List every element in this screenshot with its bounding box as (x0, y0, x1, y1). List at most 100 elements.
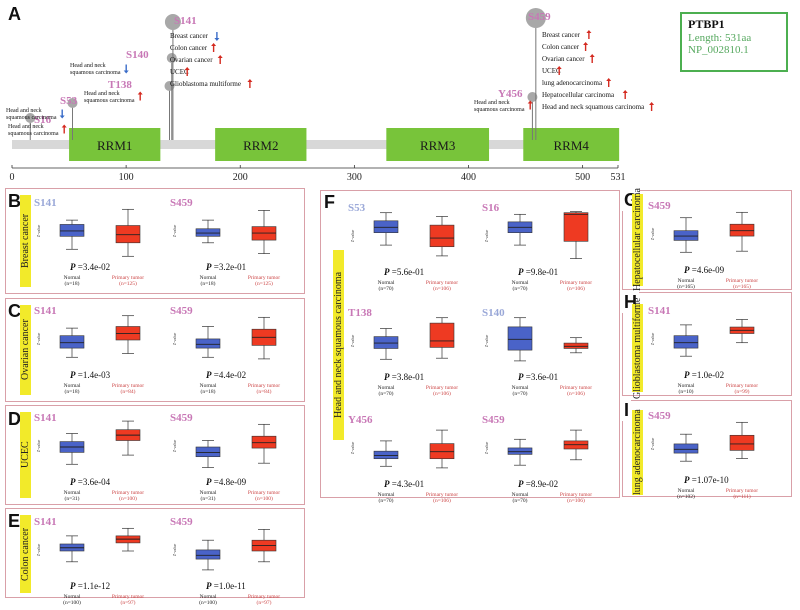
normal-group-label: Normal (378, 280, 395, 286)
tumor-group-label: Primary tumor (248, 383, 280, 389)
panel-letter-d: D (6, 409, 23, 430)
tumor-group-label: (n=84) (120, 388, 135, 395)
axis-tick-label: 0 (10, 172, 15, 183)
tumor-box (251, 316, 277, 360)
cancer-type-label: Colon cancer (542, 43, 580, 51)
cancer-type-label: squamous carcinoma (84, 98, 135, 104)
axis-tick-label: 300 (347, 172, 362, 183)
normal-box (195, 326, 221, 358)
tumor-group-label: Primary tumor (426, 280, 458, 286)
arrow-up-icon (606, 78, 612, 87)
normal-group-label: Normal (200, 490, 217, 496)
normal-group-label: Normal (378, 492, 395, 498)
y-axis-label: Z-value (650, 333, 655, 346)
cancer-type-label: Head and neck squamous carcinoma (333, 250, 344, 440)
panel-letter-a: A (8, 4, 21, 24)
domain-rrm4 (523, 128, 620, 161)
normal-group-label: (n=70) (512, 497, 527, 504)
normal-group-label: Normal (512, 492, 529, 498)
tumor-group-label: Primary tumor (248, 275, 280, 281)
p-value: P =1.07e-10 (684, 475, 729, 485)
tumor-group-label: (n=100) (119, 495, 137, 502)
arrow-up-icon (247, 79, 253, 88)
tumor-group-label: (n=99) (734, 388, 749, 395)
tumor-group-label: Primary tumor (426, 385, 458, 391)
site-label: S141 (34, 412, 57, 424)
tumor-box (115, 420, 141, 456)
tumor-group-label: (n=97) (256, 599, 271, 606)
arrow-up-icon (61, 124, 67, 134)
tumor-group-label: (n=106) (567, 285, 585, 292)
tumor-group-label: (n=106) (433, 497, 451, 504)
site-label: S140 (482, 307, 505, 319)
cancer-type-label: Breast cancer (542, 31, 581, 39)
normal-group-label: (n=100) (199, 599, 217, 606)
cancer-type-label: lung adenocarcinoma (542, 79, 603, 87)
normal-group-label: (n=18) (200, 388, 215, 395)
normal-group-label: (n=70) (378, 390, 393, 397)
tumor-group-label: Primary tumor (726, 383, 758, 389)
cancer-type-label: UCEC (542, 67, 561, 75)
panel-i (622, 400, 792, 497)
tumor-box (429, 317, 455, 359)
tumor-box (429, 216, 455, 257)
cancer-type-label: Head and neck (6, 108, 42, 114)
site-label: S459 (648, 200, 671, 212)
cancer-type-label: Colon cancer (170, 44, 208, 52)
normal-group-label: (n=18) (200, 280, 215, 287)
y-axis-label: Z-value (172, 333, 177, 346)
tumor-group-label: (n=106) (433, 285, 451, 292)
cancer-type-label: Colon cancer (20, 515, 31, 593)
axis-tick-label: 200 (233, 172, 248, 183)
normal-box (373, 212, 399, 246)
site-label: S16 (34, 114, 52, 126)
panel-letter-c: C (6, 301, 23, 322)
axis-tick-label: 500 (575, 172, 590, 183)
tumor-box (115, 527, 141, 552)
site-label: S459 (170, 197, 193, 209)
normal-group-label: (n=70) (378, 497, 393, 504)
cancer-type-label: squamous carcinoma (6, 115, 57, 121)
tumor-box (729, 211, 755, 252)
tumor-group-label: (n=84) (256, 388, 271, 395)
normal-group-label: Normal (200, 594, 217, 600)
site-label: S140 (126, 49, 149, 61)
tumor-group-label: Primary tumor (248, 490, 280, 496)
p-value: P =1.4e-03 (70, 370, 111, 380)
panel-letter-e: E (6, 511, 23, 532)
site-label: S459 (482, 414, 505, 426)
axis-tick-label: 100 (119, 172, 134, 183)
tumor-group-label: (n=125) (255, 280, 273, 287)
normal-box (373, 440, 399, 467)
cancer-type-label: Head and neck (8, 124, 44, 130)
cancer-type-label: lung adenocarcinoma (632, 409, 643, 496)
panel-letter-f: F (322, 192, 337, 213)
arrow-up-icon (586, 30, 592, 39)
tumor-box (115, 208, 141, 257)
panel-d (5, 405, 305, 505)
y-axis-label: Z-value (484, 335, 489, 348)
normal-box (673, 433, 699, 462)
p-value: P =4.3e-01 (384, 479, 424, 489)
y-axis-label: Z-value (484, 230, 489, 243)
normal-box (59, 535, 85, 563)
normal-group-label: Normal (678, 383, 695, 389)
tumor-group-label: (n=111) (733, 493, 751, 500)
panel-b (5, 188, 305, 294)
site-label: S141 (174, 15, 197, 27)
site-label: S16 (482, 202, 500, 214)
normal-box (59, 433, 85, 465)
arrow-up-icon (184, 67, 190, 76)
tumor-box (563, 337, 589, 354)
tumor-group-label: (n=106) (567, 497, 585, 504)
site-label: S459 (170, 516, 193, 528)
site-marker-s140 (166, 53, 177, 63)
y-axis-label: Z-value (350, 442, 355, 455)
